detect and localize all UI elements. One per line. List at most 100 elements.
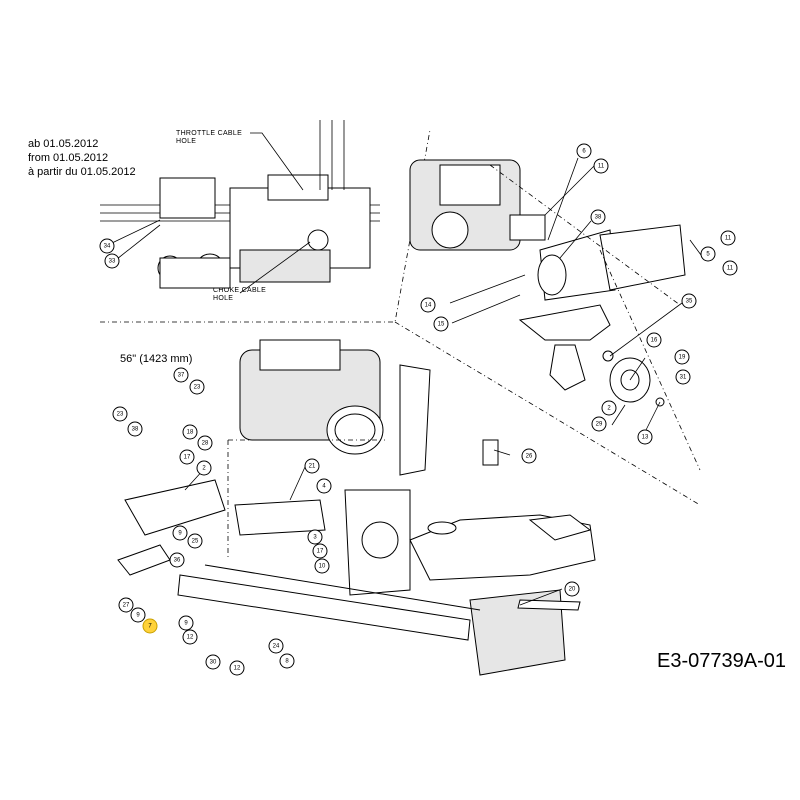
callout-6: 6 xyxy=(576,143,592,159)
callout-balloon xyxy=(169,552,185,568)
callout-balloon xyxy=(112,406,128,422)
callout-number: 26 xyxy=(526,454,533,460)
callout-balloon xyxy=(179,449,195,465)
throttle-cable-hole-label: THROTTLE CABLE HOLE xyxy=(176,130,242,146)
callout-number: 9 xyxy=(178,531,182,537)
callout-number: 23 xyxy=(117,412,124,418)
callout-number: 17 xyxy=(317,549,324,555)
callout-37: 37 xyxy=(173,367,189,383)
callout-2: 2 xyxy=(196,460,212,476)
callout-balloon xyxy=(646,332,662,348)
throttle-hole-caption: HOLE xyxy=(176,138,197,145)
callout-38: 38 xyxy=(127,421,143,437)
callout-number: 23 xyxy=(194,385,201,391)
callout-number: 17 xyxy=(184,455,191,461)
callout-balloon xyxy=(127,421,143,437)
callout-number: 4 xyxy=(322,484,326,490)
callout-26: 26 xyxy=(521,448,537,464)
callout-20: 20 xyxy=(564,581,580,597)
callout-16: 16 xyxy=(646,332,662,348)
callout-balloon xyxy=(205,654,221,670)
callout-balloon xyxy=(312,543,328,559)
callout-number: 11 xyxy=(727,266,734,272)
callout-number: 18 xyxy=(187,430,194,436)
callout-balloon xyxy=(130,607,146,623)
callout-number: 13 xyxy=(642,435,649,441)
callout-10: 10 xyxy=(314,558,330,574)
choke-cable-caption: CHOKE CABLE xyxy=(213,287,267,294)
callout-number: 34 xyxy=(104,244,111,250)
section-dividers xyxy=(100,129,701,506)
callout-number: 9 xyxy=(136,613,140,619)
callout-balloon xyxy=(118,597,134,613)
effective-date-fr: à partir du 01.05.2012 xyxy=(28,166,136,178)
callout-balloon xyxy=(187,533,203,549)
callout-number: 15 xyxy=(438,322,445,328)
callout-leaders xyxy=(111,157,702,606)
callout-number: 12 xyxy=(187,635,194,641)
callout-number: 38 xyxy=(595,215,602,221)
callout-9: 9 xyxy=(172,525,188,541)
callout-number: 2 xyxy=(607,406,611,412)
callout-number: 5 xyxy=(706,252,710,258)
callout-12: 12 xyxy=(229,660,245,676)
callout-balloon xyxy=(593,158,609,174)
callout-number: 8 xyxy=(285,659,289,665)
callout-number: 11 xyxy=(725,236,732,242)
callout-balloon xyxy=(182,424,198,440)
callout-15: 15 xyxy=(433,316,449,332)
callout-23: 23 xyxy=(189,379,205,395)
drawing-code: E3-07739A-01 xyxy=(657,650,786,672)
callout-balloon xyxy=(576,143,592,159)
callout-number: 20 xyxy=(569,587,576,593)
callout-36: 36 xyxy=(169,552,185,568)
callout-balloon xyxy=(675,369,691,385)
callout-24: 24 xyxy=(268,638,284,654)
callout-balloon xyxy=(700,246,716,262)
choke-cable-hole-label: CHOKE CABLE HOLE xyxy=(213,287,266,303)
callout-balloon xyxy=(674,349,690,365)
callout-balloon xyxy=(681,293,697,309)
callout-33: 33 xyxy=(104,253,120,269)
callout-number: 3 xyxy=(313,535,317,541)
callout-balloon xyxy=(229,660,245,676)
effective-date-en: from 01.05.2012 xyxy=(28,152,109,164)
callout-31: 31 xyxy=(675,369,691,385)
callout-number: 12 xyxy=(234,666,241,672)
callout-9: 9 xyxy=(178,615,194,631)
callout-18: 18 xyxy=(182,424,198,440)
callout-balloon xyxy=(564,581,580,597)
callout-balloon xyxy=(521,448,537,464)
callout-balloon xyxy=(590,209,606,225)
callout-number: 24 xyxy=(273,644,280,650)
callout-9: 9 xyxy=(130,607,146,623)
callout-balloon xyxy=(591,416,607,432)
callout-balloon xyxy=(172,525,188,541)
callout-3: 3 xyxy=(307,529,323,545)
callout-number: 37 xyxy=(178,373,185,379)
callout-25: 25 xyxy=(187,533,203,549)
throttle-cable-caption: THROTTLE CABLE xyxy=(176,130,243,137)
callout-23: 23 xyxy=(112,406,128,422)
callout-balloon xyxy=(433,316,449,332)
callout-balloon xyxy=(182,629,198,645)
callout-21: 21 xyxy=(304,458,320,474)
callout-number: 35 xyxy=(686,299,693,305)
callout-balloon xyxy=(279,653,295,669)
choke-hole-caption: HOLE xyxy=(213,295,234,302)
callout-11: 11 xyxy=(722,260,738,276)
exhaust-region xyxy=(409,159,701,471)
callout-11: 11 xyxy=(720,230,736,246)
deck-size-label: 56" (1423 mm) xyxy=(120,353,193,365)
callout-17: 17 xyxy=(312,543,328,559)
callout-4: 4 xyxy=(316,478,332,494)
callout-balloon xyxy=(722,260,738,276)
callout-27: 27 xyxy=(118,597,134,613)
callout-number: 14 xyxy=(425,303,432,309)
callout-number: 9 xyxy=(184,621,188,627)
callout-number: 36 xyxy=(174,558,181,564)
callout-number: 6 xyxy=(582,149,586,155)
callout-balloon xyxy=(173,367,189,383)
